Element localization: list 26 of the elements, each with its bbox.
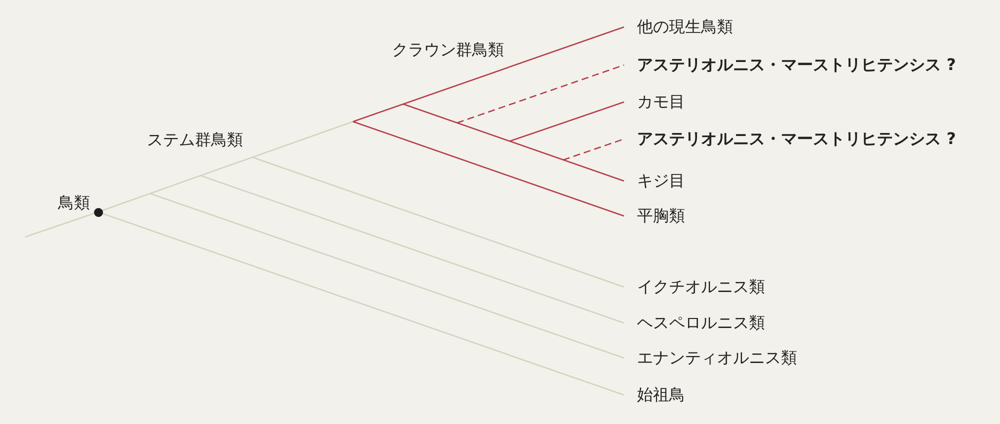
taxon-label: 平胸類 xyxy=(637,206,685,226)
branch-line xyxy=(150,193,624,359)
dashed-branch-line xyxy=(562,138,624,161)
group-label: ステム群鳥類 xyxy=(147,130,243,150)
taxon-label: アステリオルニス・マーストリヒテンシス ? xyxy=(637,129,956,149)
group-label: クラウン群鳥類 xyxy=(392,40,504,60)
branch-line xyxy=(252,156,624,288)
dot-icon xyxy=(94,208,102,216)
taxon-label: ヘスペロルニス類 xyxy=(637,313,765,333)
dashed-branch-line xyxy=(456,64,624,124)
branch-line xyxy=(102,212,624,396)
taxon-label: カモ目 xyxy=(637,92,685,112)
branch-line xyxy=(200,174,624,324)
node-label: 鳥類 xyxy=(58,193,90,213)
taxon-label: キジ目 xyxy=(637,171,685,191)
branch-line xyxy=(402,103,624,182)
taxon-label: エナンティオルニス類 xyxy=(637,348,797,368)
branch-line xyxy=(509,101,624,142)
branch-line xyxy=(102,120,354,212)
branch-line xyxy=(352,26,624,122)
branch-line xyxy=(24,212,94,238)
taxon-label: アステリオルニス・マーストリヒテンシス ? xyxy=(637,55,956,75)
taxon-label: イクチオルニス類 xyxy=(637,277,765,297)
branch-line xyxy=(352,120,624,217)
taxon-label: 始祖鳥 xyxy=(637,385,685,405)
taxon-label: 他の現生鳥類 xyxy=(637,17,733,37)
